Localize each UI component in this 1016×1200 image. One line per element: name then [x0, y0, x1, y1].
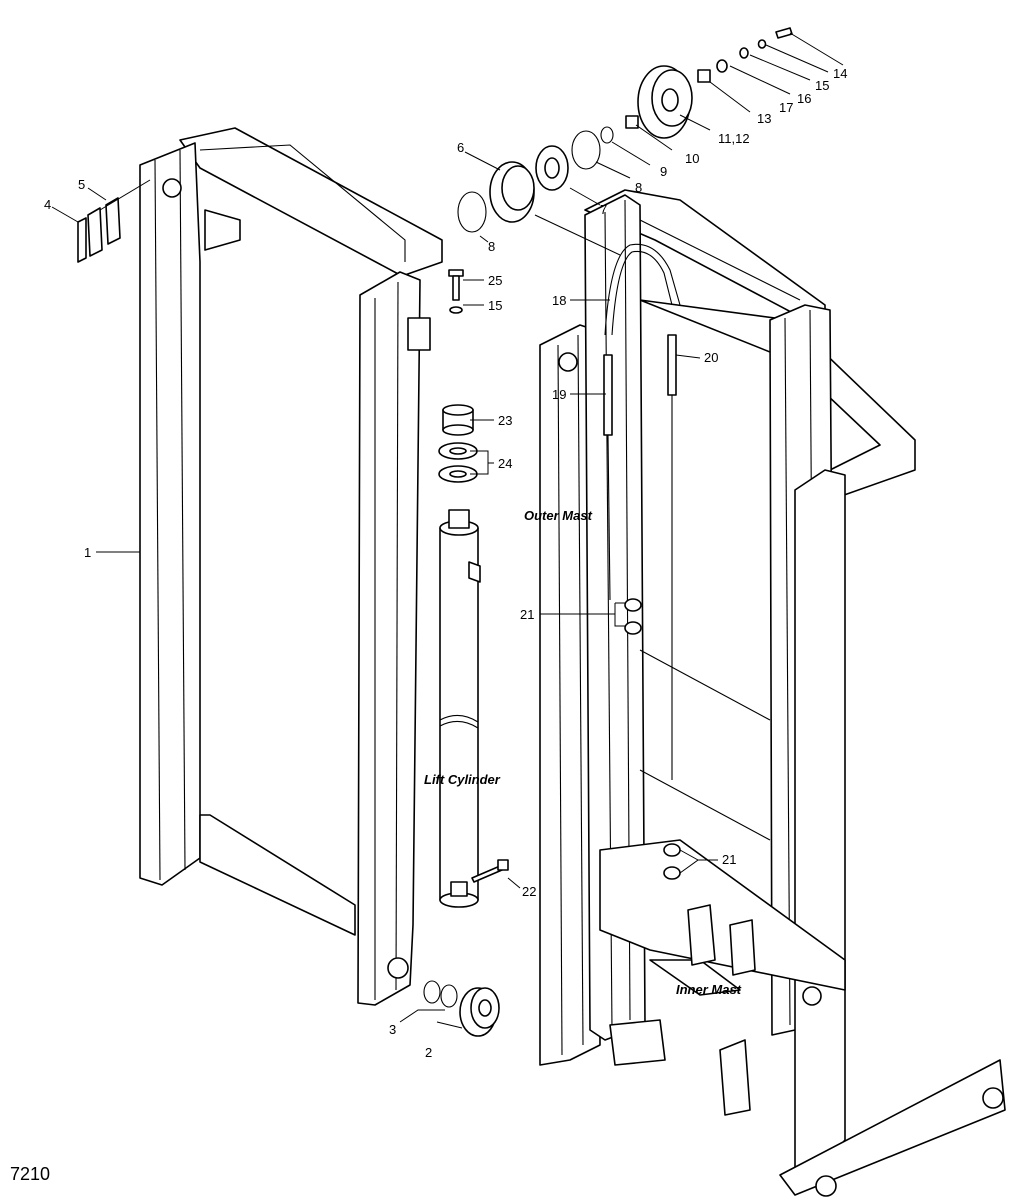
bolt-25 — [448, 269, 464, 301]
cylinder-mount-bracket — [407, 317, 431, 351]
label-part-2: 2 — [425, 1045, 432, 1060]
snap-ring-8b — [571, 130, 601, 170]
label-part-23: 23 — [498, 413, 512, 428]
callout-outer-mast: Outer Mast — [524, 508, 593, 523]
label-part-17: 17 — [779, 100, 793, 115]
label-part-24: 24 — [498, 456, 512, 471]
shims-24 — [438, 442, 478, 483]
label-part-7: 7 — [600, 202, 607, 217]
label-part-14: 14 — [833, 66, 847, 81]
label-part-3: 3 — [389, 1022, 396, 1037]
label-part-4: 4 — [44, 197, 51, 212]
outer-mast-top-crossbeam — [584, 189, 826, 331]
ring-9 — [600, 126, 614, 144]
outer-mast-left-channel — [539, 324, 601, 1066]
part-number-labels: 1 2 3 4 5 6 7 8 8 9 10 11,12 13 14 15 15… — [44, 66, 847, 1060]
label-part-16: 16 — [797, 91, 811, 106]
washer-16 — [739, 47, 749, 59]
figure-number: 7210 — [10, 1164, 50, 1184]
snap-ring-8a — [457, 191, 487, 233]
nut-21b — [663, 843, 681, 857]
spacer-13 — [697, 69, 711, 83]
chain-anchor-20 — [667, 334, 677, 396]
label-part-21a: 21 — [520, 607, 534, 622]
bearing-housing-6 — [489, 161, 535, 223]
nut-21a — [624, 598, 642, 612]
label-part-10: 10 — [685, 151, 699, 166]
label-part-5: 5 — [78, 177, 85, 192]
label-part-1: 1 — [84, 545, 91, 560]
shim-plates-4-5 — [77, 179, 151, 263]
label-part-19: 19 — [552, 387, 566, 402]
inner-mast-right-channel — [357, 271, 421, 1006]
outer-mast-bottom-crossplate — [599, 839, 846, 991]
lift-cylinder-body — [439, 527, 479, 901]
lift-cylinder-assembly — [407, 269, 509, 908]
pulley-11-12 — [637, 65, 693, 139]
inner-mast-bracket — [204, 209, 241, 251]
label-part-13: 13 — [757, 111, 771, 126]
outer-mast-assembly — [539, 189, 1006, 1197]
pulley-assembly — [457, 27, 793, 256]
label-part-8b: 8 — [635, 180, 642, 195]
label-part-11-12: 11,12 — [718, 131, 750, 146]
label-part-25: 25 — [488, 273, 502, 288]
label-part-18: 18 — [552, 293, 566, 308]
roller-bearing-2 — [459, 987, 500, 1037]
inner-mast-bottom-crossbar — [199, 814, 356, 936]
inner-mast-roller-stub — [162, 178, 182, 198]
bolt-22 — [471, 859, 509, 883]
inner-mast-assembly — [139, 127, 443, 1006]
label-part-15a: 15 — [488, 298, 502, 313]
label-part-8a: 8 — [488, 239, 495, 254]
washer-15 — [449, 306, 463, 314]
label-part-9: 9 — [660, 164, 667, 179]
label-part-22: 22 — [522, 884, 536, 899]
label-part-21b: 21 — [722, 852, 736, 867]
ball-bearing-7 — [535, 145, 569, 191]
spacer-10 — [625, 115, 639, 129]
outer-mast-far-right-channel — [794, 469, 846, 1191]
label-part-6: 6 — [457, 140, 464, 155]
inner-mast-bottom-roller-stub — [387, 957, 409, 979]
inner-mast-top-crossbeam — [179, 127, 443, 277]
spacer-23 — [442, 404, 474, 436]
leader-lines — [51, 32, 844, 1029]
label-part-15b: 15 — [815, 78, 829, 93]
bolt-14 — [775, 27, 793, 39]
snap-rings-3 — [423, 980, 458, 1008]
lift-chain-18 — [604, 243, 681, 336]
label-part-20: 20 — [704, 350, 718, 365]
chain-anchor-19 — [603, 354, 613, 436]
washer-17 — [716, 59, 728, 73]
washer-15b — [757, 39, 767, 49]
inner-mast-left-channel — [139, 142, 201, 886]
outer-mast-bottom-carriage — [779, 1059, 1006, 1196]
callout-inner-mast: Inner Mast — [676, 982, 742, 997]
callout-lift-cylinder: Lift Cylinder — [424, 772, 501, 787]
